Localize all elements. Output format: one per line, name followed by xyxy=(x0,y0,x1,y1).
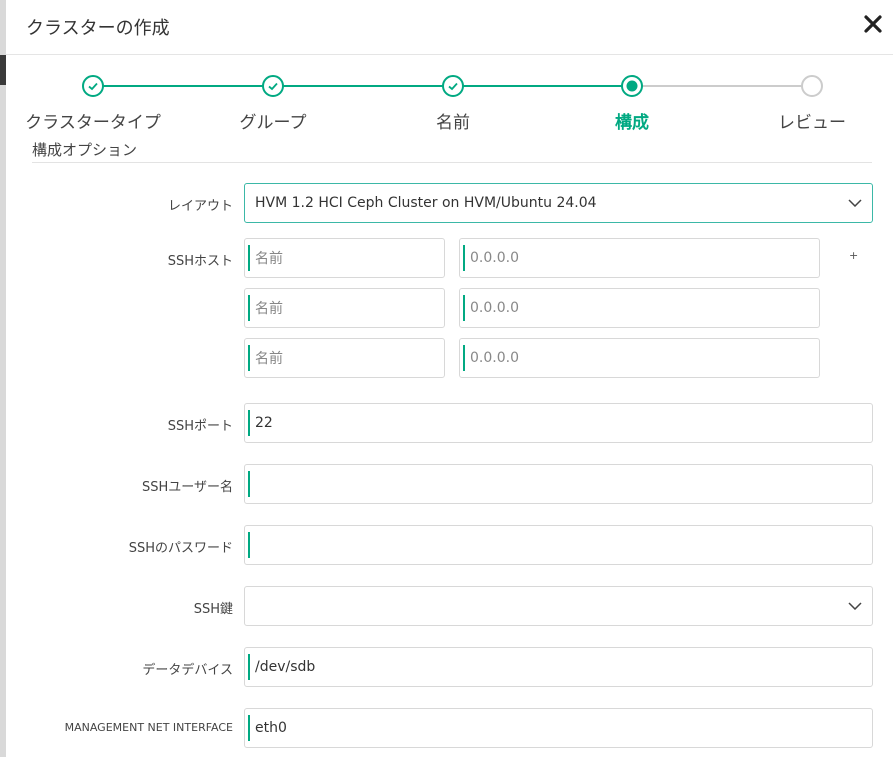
step-label-name: 名前 xyxy=(436,113,470,133)
ssh-port-value: 22 xyxy=(255,415,273,431)
backdrop xyxy=(0,0,6,757)
mgmt-iface-label: MANAGEMENT NET INTERFACE xyxy=(64,721,233,734)
step-label-cluster-type: クラスタータイプ xyxy=(25,113,161,133)
step-node-2 xyxy=(262,75,284,97)
chevron-down-icon xyxy=(848,199,862,207)
layout-label: レイアウト xyxy=(167,199,233,214)
ssh-host-name-input-2[interactable]: 名前 xyxy=(244,288,445,328)
ssh-password-label: SSHのパスワード xyxy=(128,541,233,556)
field-accent xyxy=(248,245,250,271)
data-device-input[interactable]: /dev/sdb xyxy=(244,647,873,687)
ssh-host-name-placeholder: 名前 xyxy=(255,251,283,267)
dialog-title: クラスターの作成 xyxy=(26,18,170,39)
field-accent xyxy=(463,295,465,321)
step-node-5 xyxy=(801,75,823,97)
ssh-host-name-input-3[interactable]: 名前 xyxy=(244,338,445,378)
layout-value: HVM 1.2 HCI Ceph Cluster on HVM/Ubuntu 2… xyxy=(255,195,597,211)
layout-select[interactable]: HVM 1.2 HCI Ceph Cluster on HVM/Ubuntu 2… xyxy=(244,183,873,223)
data-device-value: /dev/sdb xyxy=(255,659,316,675)
close-icon xyxy=(864,15,882,33)
ssh-port-label: SSHポート xyxy=(167,419,233,434)
ssh-host-name-placeholder: 名前 xyxy=(255,301,283,317)
ssh-key-select[interactable] xyxy=(244,586,873,626)
field-accent xyxy=(248,345,250,371)
ssh-host-ip-placeholder: 0.0.0.0 xyxy=(470,300,519,316)
field-accent xyxy=(248,471,250,497)
ssh-host-ip-input-1[interactable]: 0.0.0.0 xyxy=(459,238,820,278)
section-title: 構成オプション xyxy=(32,141,138,159)
stepper-line-pending xyxy=(633,85,813,87)
ssh-user-label: SSHユーザー名 xyxy=(141,480,233,495)
backdrop-shade xyxy=(0,55,6,85)
check-icon xyxy=(88,82,98,91)
ssh-port-input[interactable]: 22 xyxy=(244,403,873,443)
ssh-user-input[interactable] xyxy=(244,464,873,504)
ssh-host-name-input-1[interactable]: 名前 xyxy=(244,238,445,278)
section-divider xyxy=(32,162,872,163)
ssh-host-name-placeholder: 名前 xyxy=(255,351,283,367)
mgmt-iface-value: eth0 xyxy=(255,720,287,736)
step-node-1 xyxy=(82,75,104,97)
data-device-label: データデバイス xyxy=(142,663,233,678)
mgmt-iface-input[interactable]: eth0 xyxy=(244,708,873,748)
field-accent xyxy=(248,654,250,680)
field-accent xyxy=(463,345,465,371)
ssh-host-ip-placeholder: 0.0.0.0 xyxy=(470,250,519,266)
ssh-key-label: SSH鍵 xyxy=(193,602,233,617)
chevron-down-icon xyxy=(848,602,862,610)
check-icon xyxy=(448,82,458,91)
step-label-group: グループ xyxy=(239,113,307,133)
ssh-hosts-label: SSHホスト xyxy=(167,254,233,269)
field-accent xyxy=(248,532,250,558)
ssh-host-ip-placeholder: 0.0.0.0 xyxy=(470,350,519,366)
field-accent xyxy=(248,295,250,321)
ssh-host-ip-input-3[interactable]: 0.0.0.0 xyxy=(459,338,820,378)
field-accent xyxy=(248,715,250,741)
stepper-line-complete xyxy=(93,85,633,87)
wizard-stepper: クラスタータイプ グループ 名前 構成 レビュー xyxy=(6,64,893,144)
create-cluster-dialog: クラスターの作成 クラスタータイプ グループ 名前 構成 レビュー 構成オプショ… xyxy=(6,0,893,757)
step-node-4-active xyxy=(621,75,643,97)
ssh-password-input[interactable] xyxy=(244,525,873,565)
check-icon xyxy=(268,82,278,91)
ssh-host-ip-input-2[interactable]: 0.0.0.0 xyxy=(459,288,820,328)
field-accent xyxy=(463,245,465,271)
dialog-header: クラスターの作成 xyxy=(6,0,893,55)
add-ssh-host-button[interactable]: + xyxy=(849,249,859,262)
field-accent xyxy=(248,410,250,436)
step-label-review: レビュー xyxy=(778,113,846,133)
step-node-3 xyxy=(442,75,464,97)
active-dot-icon xyxy=(626,80,638,92)
close-button[interactable] xyxy=(859,10,887,38)
step-label-configuration: 構成 xyxy=(615,113,649,133)
